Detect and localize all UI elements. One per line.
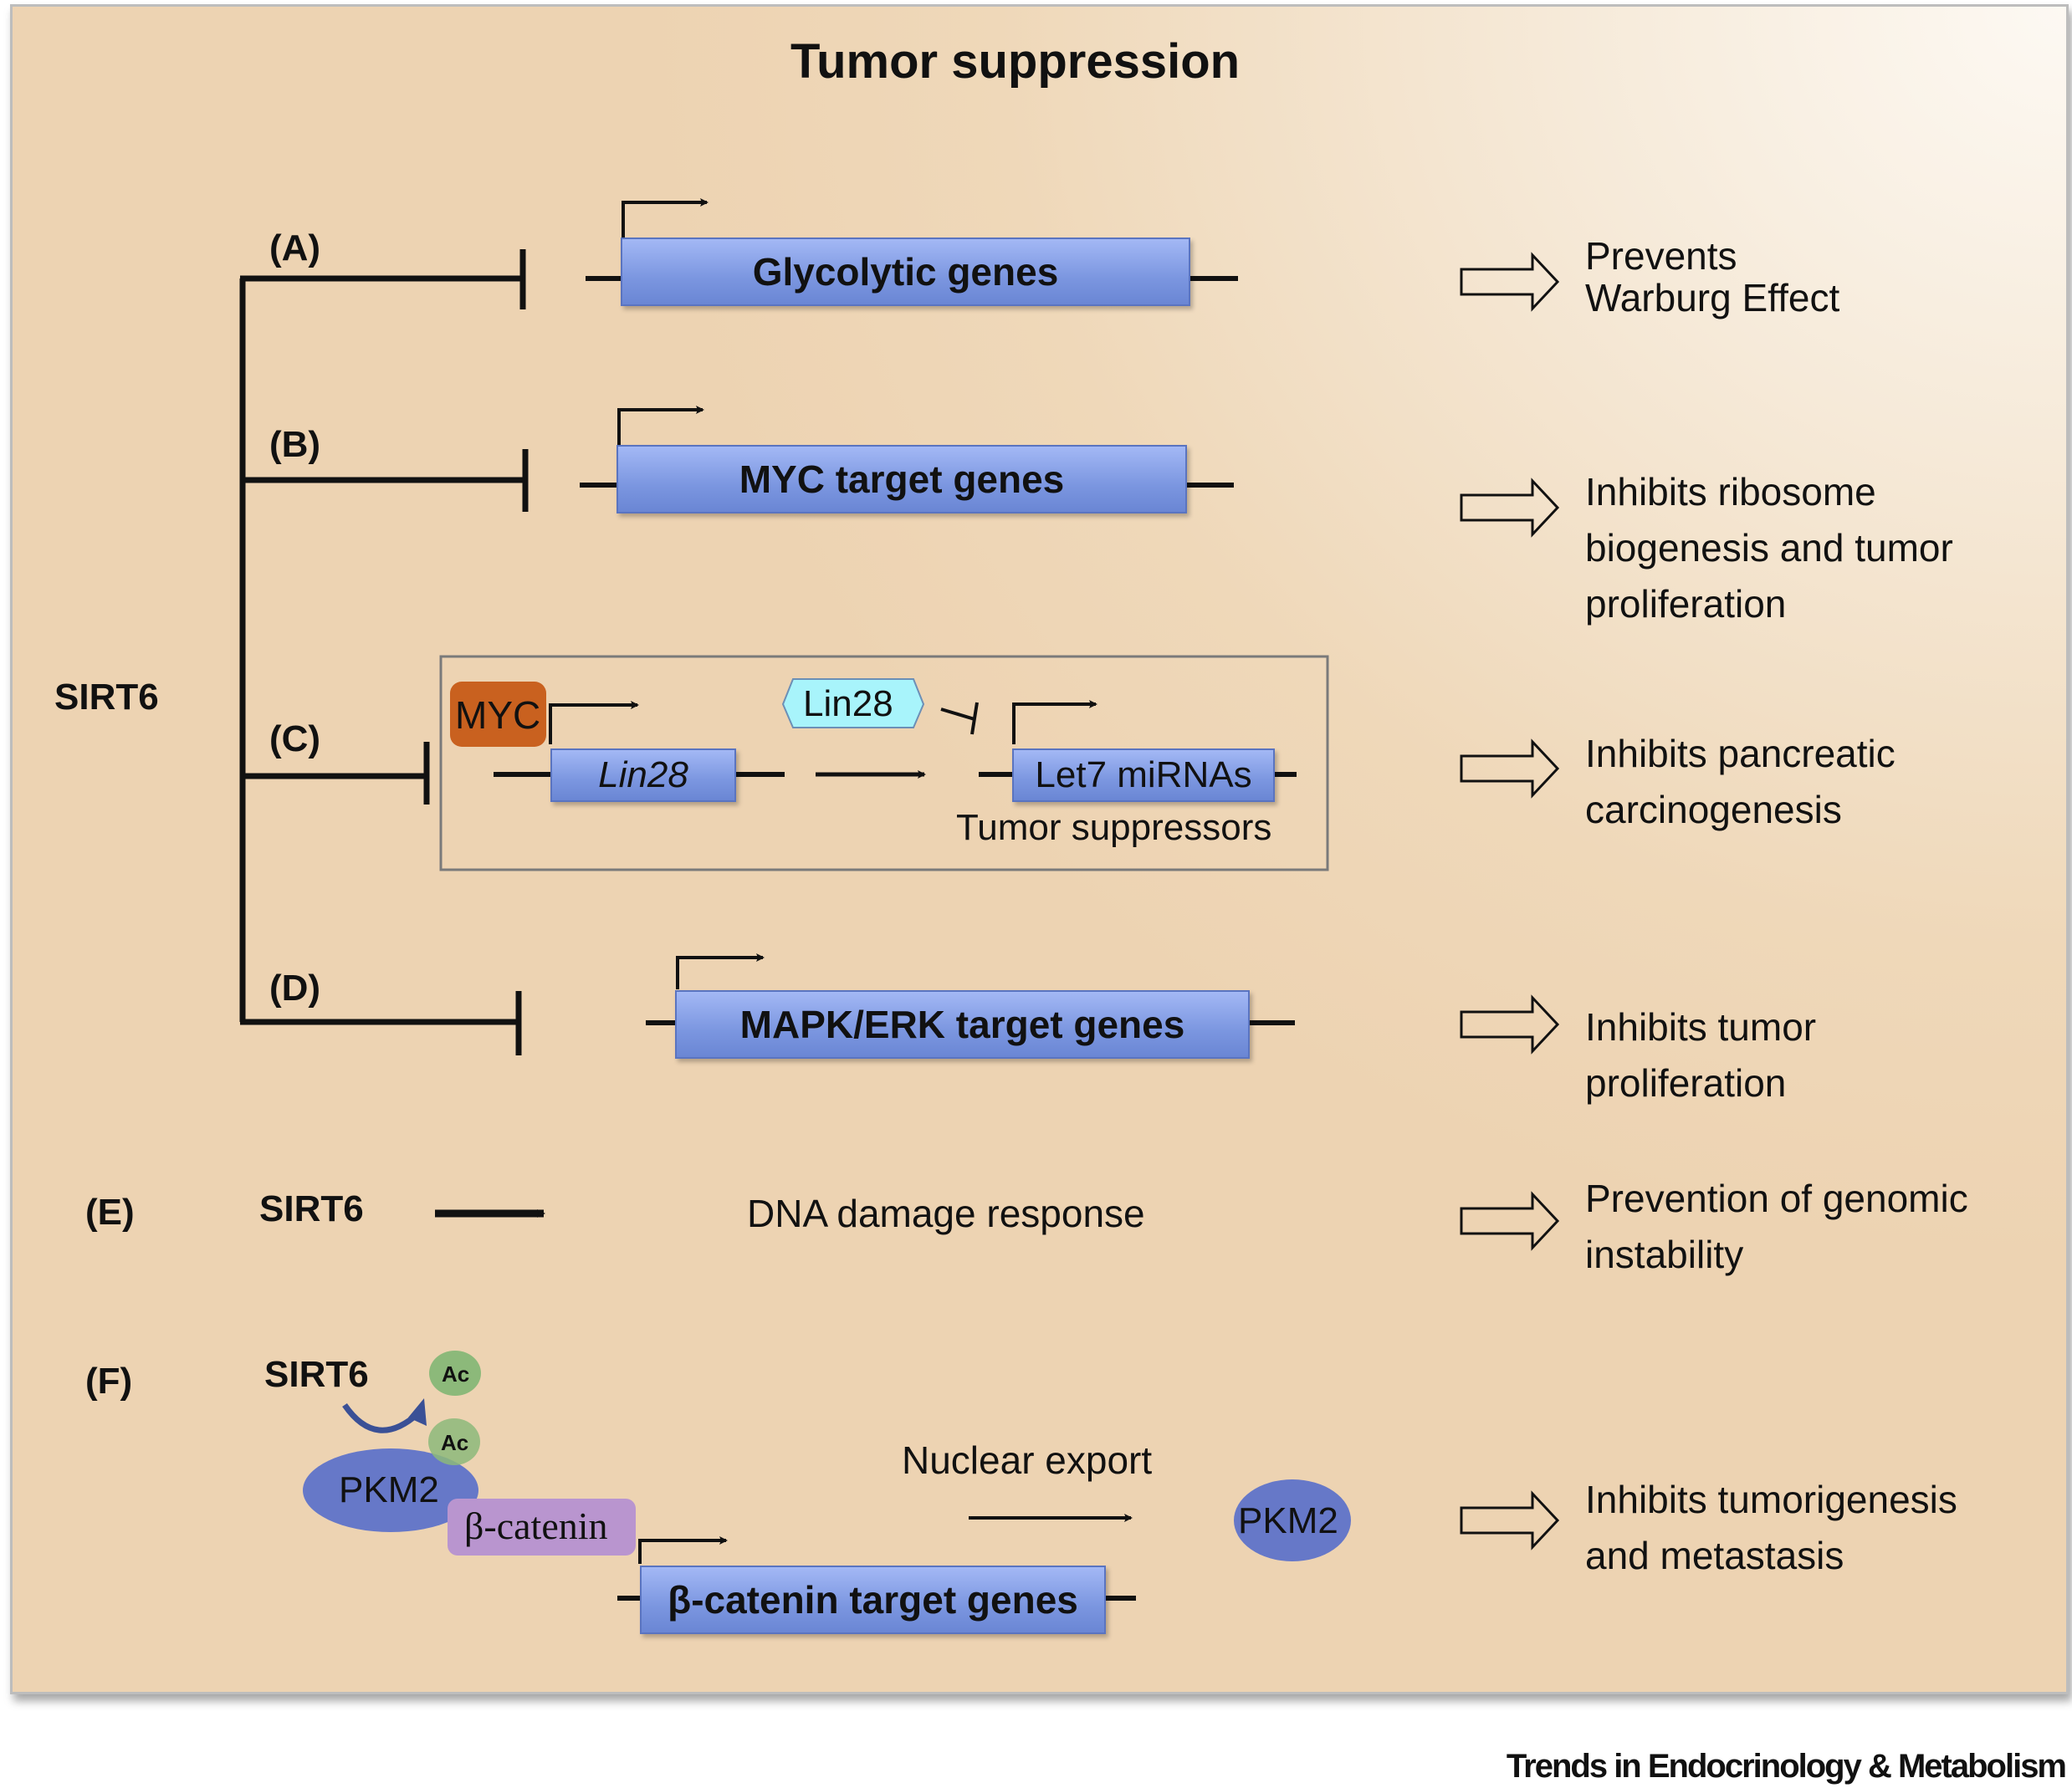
outcome-f-line1: Inhibits tumorigenesis xyxy=(1585,1478,1957,1521)
outcome-f-line2: and metastasis xyxy=(1585,1534,1844,1577)
pkm2-cytoplasmic-label: PKM2 xyxy=(1238,1500,1338,1541)
glycolytic-genes-box: Glycolytic genes xyxy=(621,238,1190,306)
beta-catenin-target-genes-box: β-catenin target genes xyxy=(640,1566,1106,1634)
outcome-c-line1: Inhibits pancreatic xyxy=(1585,732,1895,775)
outcome-b-line3: proliferation xyxy=(1585,582,1787,626)
acetyl-bound-label: Ac xyxy=(441,1430,469,1455)
deacetylation-arrow xyxy=(342,1402,421,1433)
pkm2-nuclear-label: PKM2 xyxy=(339,1469,439,1510)
outcome-arrows xyxy=(1460,252,1560,1550)
lin28-inhibits-let7 xyxy=(940,702,979,735)
outcome-d-line1: Inhibits tumor xyxy=(1585,1005,1817,1049)
deacetylation-arrowhead xyxy=(408,1398,427,1426)
acetyl-group-bound xyxy=(428,1418,480,1465)
outcome-a-line1: Prevents xyxy=(1585,234,1737,278)
outcome-c-line2: carcinogenesis xyxy=(1585,788,1842,831)
journal-footer: Trends in Endocrinology & Metabolism xyxy=(1506,1748,2067,1785)
myc-label: MYC xyxy=(455,693,541,737)
branch-c-label: (C) xyxy=(269,718,321,759)
figure-title: Tumor suppression xyxy=(790,34,1241,89)
myc-protein xyxy=(450,682,546,747)
acetyl-free-label: Ac xyxy=(442,1361,470,1387)
lin28-gene-box: Lin28 xyxy=(550,748,736,802)
outcome-e-line2: instability xyxy=(1585,1233,1744,1276)
lin28-protein-label: Lin28 xyxy=(803,683,893,724)
beta-catenin-protein xyxy=(448,1499,636,1556)
tumor-suppressors-caption: Tumor suppressors xyxy=(956,807,1272,848)
let7-mirnas-box: Let7 miRNAs xyxy=(1012,748,1275,802)
pkm2-nuclear xyxy=(303,1448,478,1532)
pkm2-cytoplasmic xyxy=(1234,1479,1351,1561)
beta-catenin-label: β-catenin xyxy=(464,1504,608,1547)
outcome-b-line2: biogenesis and tumor xyxy=(1585,526,1953,570)
outcome-a-line2: Warburg Effect xyxy=(1585,276,1840,319)
nuclear-export-label: Nuclear export xyxy=(902,1438,1153,1482)
myc-target-genes-box: MYC target genes xyxy=(616,445,1187,513)
sirt6-trunk xyxy=(239,249,529,1055)
dna-damage-response-label: DNA damage response xyxy=(747,1192,1145,1235)
acetyl-group-free xyxy=(429,1351,481,1396)
lin28-protein xyxy=(781,678,925,728)
outcome-d-line2: proliferation xyxy=(1585,1061,1787,1105)
outcome-e-line1: Prevention of genomic xyxy=(1585,1177,1968,1220)
panel-c-box xyxy=(439,655,1329,871)
promoter-arrows xyxy=(549,198,1097,1564)
sirt6-e-label: SIRT6 xyxy=(259,1188,364,1229)
sirt6-f-label: SIRT6 xyxy=(264,1354,369,1395)
branch-b-label: (B) xyxy=(269,424,321,465)
mapk-erk-target-genes-box: MAPK/ERK target genes xyxy=(675,990,1250,1059)
branch-a-label: (A) xyxy=(269,227,321,268)
branch-d-label: (D) xyxy=(269,968,321,1009)
sirt6-label: SIRT6 xyxy=(54,677,159,718)
branch-f-label: (F) xyxy=(85,1361,133,1402)
outcome-b-line1: Inhibits ribosome xyxy=(1585,470,1876,513)
dna-lines xyxy=(494,276,1297,1601)
branch-e-label: (E) xyxy=(85,1192,135,1233)
